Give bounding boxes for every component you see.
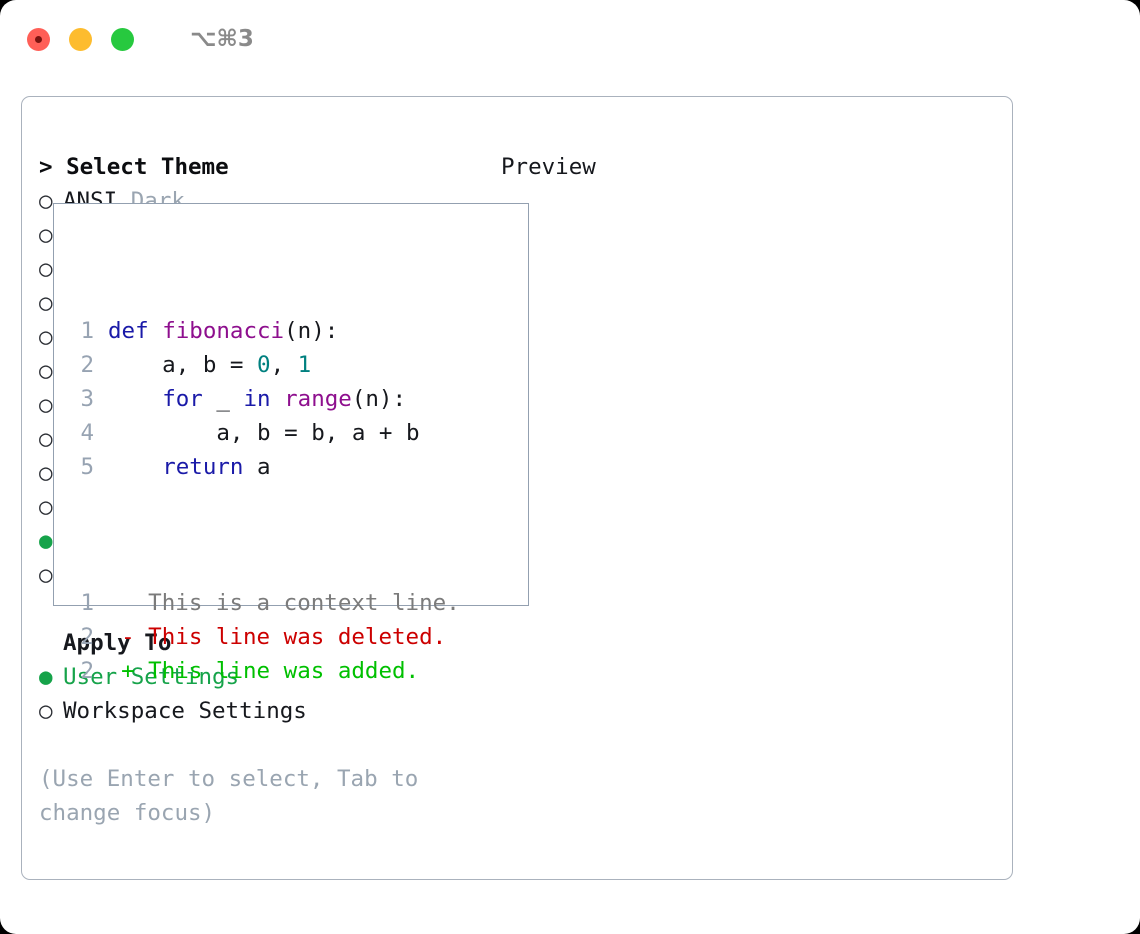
diff-line-del: 2 - This line was deleted. — [70, 620, 460, 654]
code-line: 4 a, b = b, a + b — [70, 416, 460, 450]
code-line: 5 return a — [70, 450, 460, 484]
code-token-plain: _ — [202, 386, 244, 412]
line-gutter-space — [94, 348, 108, 382]
code-token-kw: in — [243, 386, 271, 412]
code-token-kw: for — [162, 386, 203, 412]
diff-line-text: - This line was deleted. — [94, 624, 447, 650]
apply-to-option-workspace-settings[interactable]: ○ Workspace Settings — [39, 694, 479, 728]
keyboard-shortcut-label: ⌥⌘3 — [190, 26, 254, 52]
code-token-kw: def — [108, 318, 163, 344]
code-line: 3 for _ in range(n): — [70, 382, 460, 416]
code-token-plain — [271, 386, 285, 412]
radio-unselected-icon: ○ — [39, 562, 53, 588]
radio-unselected-icon: ○ — [39, 290, 53, 316]
preview-title: Preview — [501, 154, 596, 180]
diff-line-add: 2 + This line was added. — [70, 654, 460, 688]
radio-unselected-icon: ○ — [39, 392, 53, 418]
apply-to-option-label: Workspace Settings — [63, 698, 307, 724]
code-token-plain: a, b = — [108, 352, 258, 378]
radio-unselected-icon: ○ — [39, 426, 53, 452]
code-line: 1 def fibonacci(n): — [70, 314, 460, 348]
line-number: 5 — [80, 454, 94, 480]
code-token-fn: fibonacci — [162, 318, 285, 344]
window-titlebar: ⌥⌘3 — [0, 0, 1140, 78]
code-token-plain — [108, 386, 162, 412]
radio-unselected-icon: ○ — [39, 460, 53, 486]
line-gutter-space — [94, 382, 108, 416]
radio-unselected-icon: ○ — [39, 324, 53, 350]
diff-line-text: This is a context line. — [94, 590, 460, 616]
maximize-button-icon[interactable] — [111, 27, 134, 51]
line-number: 3 — [80, 386, 94, 412]
keyboard-hint-text: (Use Enter to select, Tab to change focu… — [39, 766, 432, 826]
line-number: 2 — [80, 658, 94, 684]
radio-unselected-icon: ○ — [39, 222, 53, 248]
code-token-fn: range — [284, 386, 352, 412]
radio-unselected-icon: ○ — [39, 358, 53, 384]
apply-to-option-user-settings[interactable]: ● User Settings — [39, 660, 479, 694]
apply-to-option-label: User Settings — [63, 664, 240, 690]
radio-unselected-icon: ○ — [39, 256, 53, 282]
radio-unselected-icon: ○ — [39, 188, 53, 214]
code-token-plain: a, b = b, a + b — [108, 420, 420, 446]
radio-unselected-icon: ○ — [39, 494, 53, 520]
close-button-icon[interactable] — [27, 27, 50, 51]
code-token-num: 0 — [257, 352, 271, 378]
diff-line-ctx: 1 This is a context line. — [70, 586, 460, 620]
code-token-plain: a — [243, 454, 271, 480]
radio-unselected-icon: ○ — [39, 698, 53, 724]
minimize-button-icon[interactable] — [69, 27, 92, 51]
line-number: 2 — [80, 624, 94, 650]
apply-to-list: ● User Settings ○ Workspace Settings — [39, 660, 479, 728]
radio-selected-icon: ● — [39, 528, 53, 554]
line-number: 1 — [80, 318, 94, 344]
line-gutter-space — [94, 416, 108, 450]
main-panel: > Select Theme ○ANSI Dark○Atom One Dark○… — [21, 96, 1013, 880]
line-number: 4 — [80, 420, 94, 446]
apply-to-heading: Apply To — [63, 630, 172, 656]
line-number: 2 — [80, 352, 94, 378]
radio-selected-icon: ● — [39, 664, 53, 690]
code-token-plain — [108, 454, 162, 480]
code-token-num: 1 — [297, 352, 312, 378]
line-gutter-space — [94, 450, 108, 484]
window-controls — [27, 27, 134, 51]
select-theme-heading: > Select Theme — [39, 154, 229, 180]
line-gutter-space — [94, 314, 108, 348]
diff-line-text: + This line was added. — [94, 658, 420, 684]
code-token-plain: , — [270, 352, 298, 378]
code-token-kw: return — [162, 454, 244, 480]
line-number: 1 — [80, 590, 94, 616]
preview-column: Preview — [501, 150, 991, 184]
code-token-plain: (n): — [351, 386, 407, 412]
diff-block: 1 This is a context line.2 - This line w… — [70, 586, 460, 688]
code-line: 2 a, b = 0, 1 — [70, 348, 460, 382]
code-token-plain: (n): — [284, 318, 339, 344]
